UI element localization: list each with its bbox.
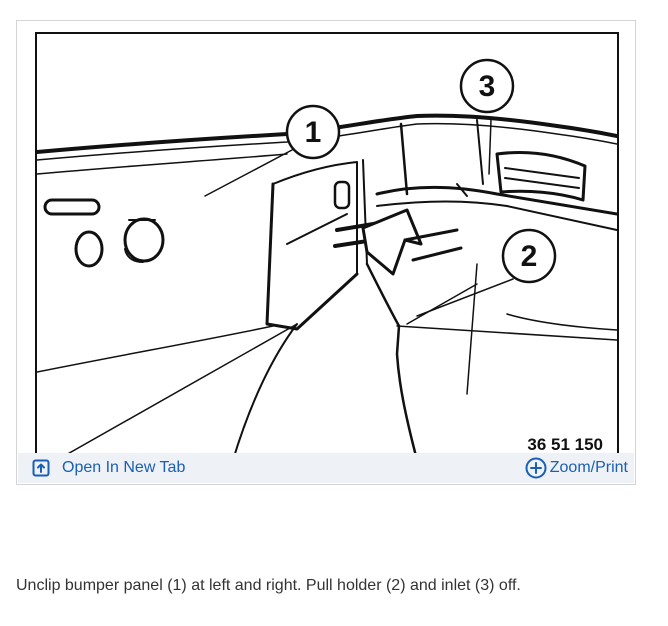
svg-text:3: 3 <box>479 70 496 103</box>
zoom-print-button[interactable]: Zoom/Print <box>525 456 628 480</box>
figure-number: 36 51 150 <box>525 435 605 455</box>
zoom-plus-icon <box>525 457 547 479</box>
figure-caption: Unclip bumper panel (1) at left and righ… <box>16 577 521 594</box>
callout-3: 3 <box>459 58 515 114</box>
bumper-panel-illustration: 1 3 2 <box>37 58 617 460</box>
open-in-new-tab-icon <box>32 459 50 477</box>
zoom-print-label: Zoom/Print <box>549 459 628 476</box>
open-in-new-tab-label: Open In New Tab <box>62 459 186 476</box>
technical-diagram[interactable]: 1 3 2 36 51 150 <box>35 32 619 462</box>
figure-card: 1 3 2 36 51 150 Open In New Tab <box>16 20 636 485</box>
svg-text:1: 1 <box>305 116 322 149</box>
svg-text:2: 2 <box>521 240 538 273</box>
callout-1: 1 <box>285 104 341 160</box>
open-in-new-tab-button[interactable]: Open In New Tab <box>32 457 185 479</box>
figure-toolbar: Open In New Tab Zoom/Print <box>18 453 634 483</box>
callout-2: 2 <box>501 228 557 284</box>
